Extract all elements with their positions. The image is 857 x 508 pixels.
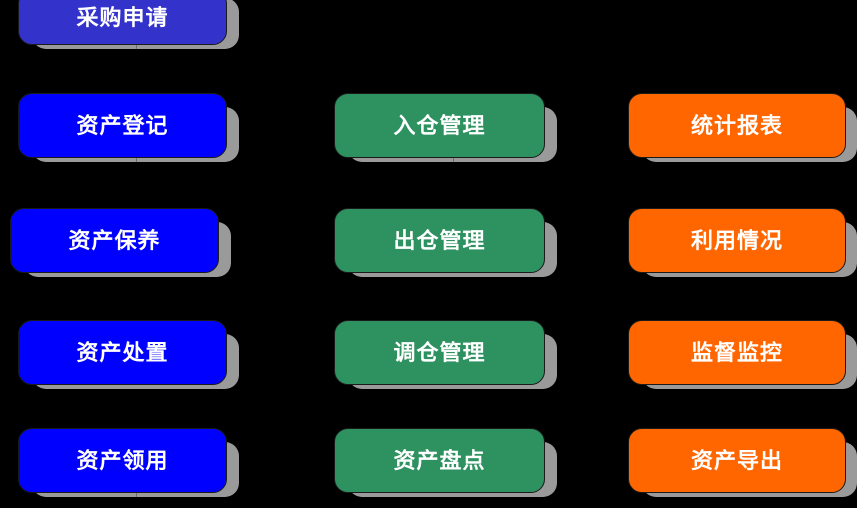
node-label: 资产保养 — [68, 227, 161, 254]
node-label: 调仓管理 — [393, 339, 486, 366]
node-supervision-monitoring[interactable]: 监督监控 — [628, 320, 846, 385]
node-label: 采购申请 — [76, 4, 169, 31]
node-inbound-management[interactable]: 入仓管理 — [334, 93, 545, 158]
node-asset-stocktaking[interactable]: 资产盘点 — [334, 428, 545, 493]
node-label: 统计报表 — [690, 112, 783, 139]
node-label: 资产盘点 — [393, 447, 486, 474]
node-label: 资产导出 — [690, 447, 783, 474]
node-asset-registration[interactable]: 资产登记 — [18, 93, 227, 158]
node-label: 入仓管理 — [393, 112, 486, 139]
node-asset-maintenance[interactable]: 资产保养 — [10, 208, 219, 273]
node-asset-requisition[interactable]: 资产领用 — [18, 428, 227, 493]
node-label: 资产领用 — [76, 447, 169, 474]
node-outbound-management[interactable]: 出仓管理 — [334, 208, 545, 273]
node-label: 监督监控 — [690, 339, 783, 366]
node-utilization-status[interactable]: 利用情况 — [628, 208, 846, 273]
node-purchase-request[interactable]: 采购申请 — [18, 0, 227, 45]
node-label: 资产处置 — [76, 339, 169, 366]
node-transfer-management[interactable]: 调仓管理 — [334, 320, 545, 385]
node-label: 利用情况 — [690, 227, 783, 254]
node-statistical-reports[interactable]: 统计报表 — [628, 93, 846, 158]
node-label: 出仓管理 — [393, 227, 486, 254]
node-asset-disposal[interactable]: 资产处置 — [18, 320, 227, 385]
node-label: 资产登记 — [76, 112, 169, 139]
node-asset-export[interactable]: 资产导出 — [628, 428, 846, 493]
